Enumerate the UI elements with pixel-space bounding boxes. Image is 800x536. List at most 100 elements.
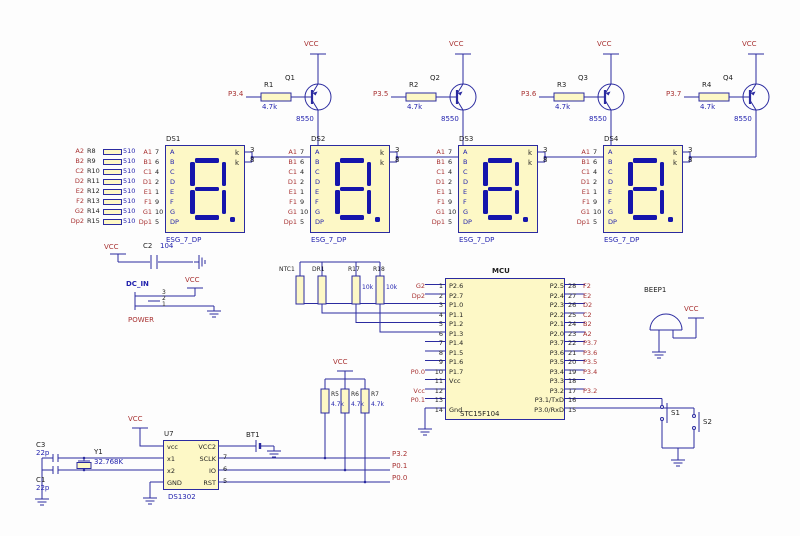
right-pin-name: P3.7 — [549, 339, 564, 347]
segment-a — [633, 158, 657, 163]
right-pin-name: P2.2 — [549, 310, 564, 319]
resistor-ref: R10 — [87, 167, 100, 175]
resistor-value: 510 — [123, 177, 136, 185]
right-pin-net: C2 — [583, 310, 592, 319]
display-pin-row: B1 6 B — [279, 158, 359, 168]
k-pin-label: k — [672, 159, 677, 167]
vcc-label: VCC — [333, 358, 348, 366]
resistor-ref: R11 — [87, 177, 100, 185]
vcc-label: VCC — [684, 305, 699, 313]
right-pin-name: P2.1 — [549, 320, 564, 328]
mcu-pin-row: P0.1 13 P3.1/TxD 16 — [401, 396, 656, 406]
pin-net: B1 — [581, 158, 590, 166]
right-pin-name: P3.5 — [549, 358, 564, 366]
pin-name: B — [608, 158, 613, 166]
mcu-pin-row: 3 P1.0 P2.3 26 D2 — [401, 301, 656, 311]
left-pin-name: P1.5 — [449, 348, 464, 357]
decimal-point — [230, 217, 235, 222]
pin-number: 6 — [593, 158, 598, 166]
resistor-body — [103, 199, 122, 205]
segment-f — [190, 161, 195, 186]
base-net-label: P3.5 — [373, 90, 389, 98]
left-pin-number: 1 — [438, 282, 443, 290]
display-pin-row: Dp1 5 DP — [427, 218, 507, 228]
resistor-ref: R1 — [264, 81, 274, 89]
segment-resistor-row: A2 R8 510 — [70, 147, 140, 157]
display-part: ESG_7_DP — [166, 236, 202, 244]
pin-net: E1 — [581, 188, 590, 196]
pin-name: A — [608, 148, 613, 156]
resistor-value: 510 — [123, 197, 136, 205]
resistor-value: 4.7k — [555, 103, 571, 111]
display-ds3: DS3 ESG_7_DP k k 3 8 A1 7 A B1 6 B — [432, 135, 548, 244]
net-label: P0.1 — [392, 462, 408, 470]
pin-number: 7 — [155, 148, 160, 156]
pin-net: A1 — [143, 148, 152, 156]
right-pin-name: VCC2 — [198, 443, 216, 451]
c1-ref: C1 — [36, 476, 46, 484]
pin-number: 7 — [593, 148, 598, 156]
pin-net: G1 — [287, 208, 297, 216]
segment-a — [195, 158, 219, 163]
net-label: G2 — [74, 207, 84, 215]
k-pin-label: k — [527, 159, 532, 167]
pin-net: Dp1 — [138, 218, 152, 226]
k-pin-label: k — [234, 149, 239, 157]
pin-number: 2 — [300, 178, 305, 186]
right-pin-number: 19 — [568, 367, 577, 376]
right-pin-name: P3.1/TxD — [534, 396, 564, 404]
right-pin-name: P3.0/RxD — [534, 405, 564, 414]
segment-resistor-row: F2 R13 510 — [70, 197, 140, 207]
resistor-ref: R9 — [87, 157, 96, 165]
pin-name: DP — [170, 218, 179, 226]
ntc1-body — [295, 275, 305, 305]
pin-net: F1 — [437, 198, 445, 206]
segment-b — [514, 161, 519, 186]
pin-name: E — [608, 188, 613, 196]
mcu-block: MCU STC15F104 G2 1 P2.6 P2.5 28 F2 Dp2 2… — [411, 267, 597, 420]
pin-number: 9 — [300, 198, 305, 206]
pin-net: D1 — [435, 178, 445, 186]
mcu-pin-row: 5 P1.2 P2.1 24 B2 — [401, 320, 656, 330]
mcu-part: STC15F104 — [460, 410, 500, 418]
rtc-part: DS1302 — [168, 493, 196, 501]
pin-number: 5 — [448, 218, 453, 226]
left-pin-number: 8 — [438, 348, 443, 357]
resistor-value: 510 — [123, 207, 136, 215]
r7-ref: R7 — [371, 391, 379, 398]
resistor-body — [103, 159, 122, 165]
pin-net: F1 — [289, 198, 297, 206]
segment-resistor-row: Dp2 R15 510 — [70, 217, 140, 227]
display-pin-row: F1 9 F — [427, 198, 507, 208]
jack-pin-number: 3 — [162, 289, 166, 296]
dr1-ref: DR1 — [312, 266, 325, 273]
segment-b — [659, 161, 664, 186]
display-pin-row: Dp1 5 DP — [572, 218, 652, 228]
net-label: C2 — [75, 167, 84, 175]
display-part: ESG_7_DP — [311, 236, 347, 244]
mcu-pin-row: 8 P1.5 P3.6 21 P3.6 — [401, 349, 656, 359]
display-part: ESG_7_DP — [604, 236, 640, 244]
display-ref: DS4 — [604, 135, 619, 143]
mcu-pin-row: 7 P1.4 P3.7 22 P3.7 — [401, 339, 656, 349]
pin-name: DP — [463, 218, 472, 226]
net-label: E2 — [75, 187, 84, 195]
pin-net: C1 — [581, 168, 590, 176]
pin-name: A — [463, 148, 468, 156]
segment-resistor-row: C2 R10 510 — [70, 167, 140, 177]
k-pin-number: 8 — [543, 156, 548, 164]
right-pin-number: 5 — [223, 477, 228, 485]
pin-name: G — [170, 208, 176, 216]
right-pin-number: 24 — [568, 320, 577, 328]
left-pin-number: 7 — [438, 339, 443, 347]
resistor-body — [103, 179, 122, 185]
right-pin-name: SCLK — [199, 455, 216, 463]
mcu-pin-row: G2 1 P2.6 P2.5 28 F2 — [401, 282, 656, 292]
segment-a — [488, 158, 512, 163]
display-pin-row: A1 7 A — [572, 148, 652, 158]
pin-net: G1 — [142, 208, 152, 216]
left-pin-name: P1.4 — [449, 339, 464, 347]
left-pin-name: P2.7 — [449, 291, 464, 300]
pin-name: F — [315, 198, 319, 206]
display-pin-row: E1 1 E — [572, 188, 652, 198]
